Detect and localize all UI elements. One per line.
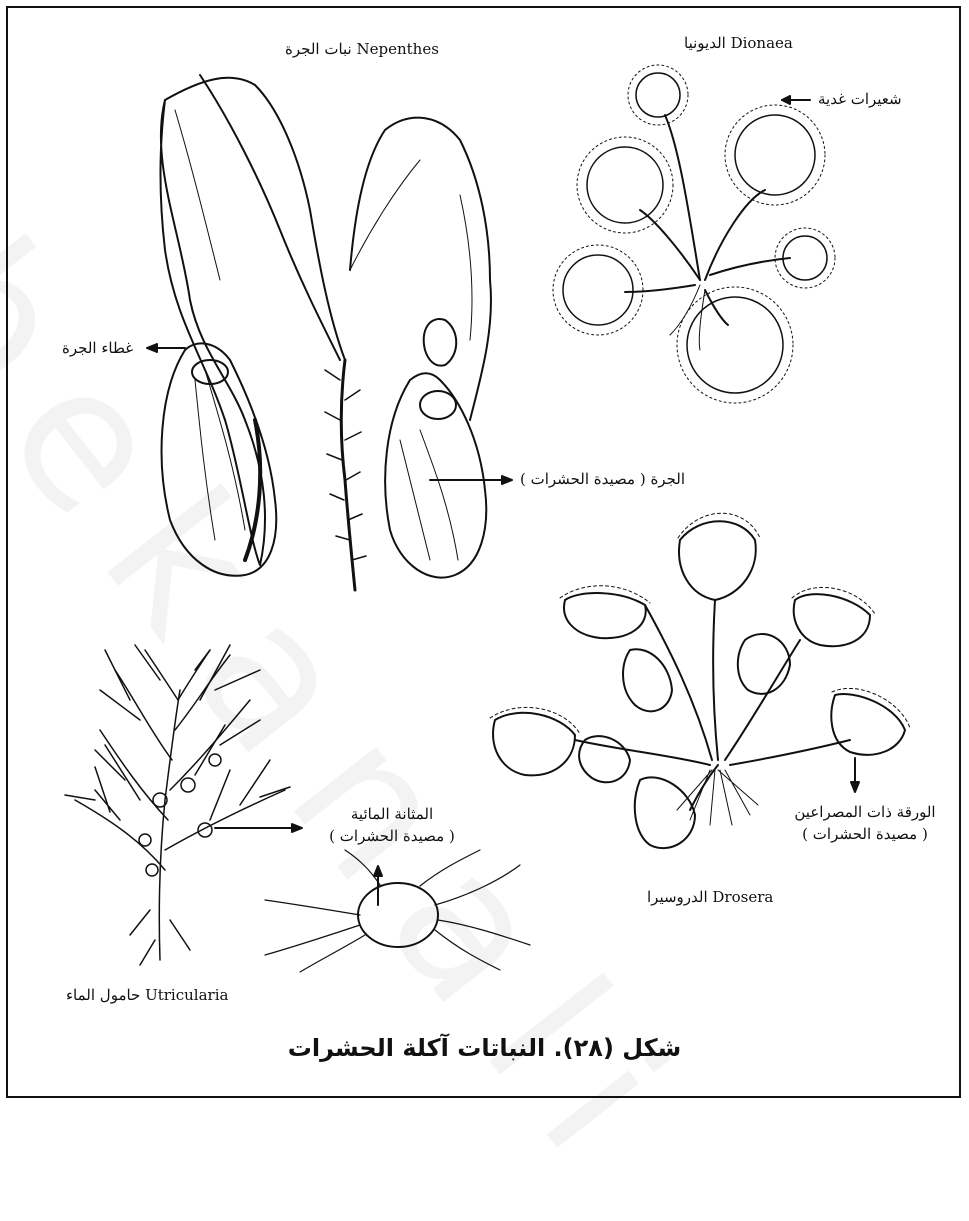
label-twin-leaf-line2: ( مصيدة الحشرات ) <box>780 825 950 843</box>
utricularia-drawing <box>65 645 530 972</box>
label-dionaea: الديونيا Dionaea <box>684 34 793 52</box>
label-pitcher-lid: غطاء الجرة <box>62 339 133 357</box>
figure-caption: شكل (٢٨). النباتات آكلة الحشرات <box>0 1034 969 1062</box>
dionaea-drawing <box>553 65 835 403</box>
nepenthes-drawing <box>160 75 491 590</box>
label-drosera: الدروسيرا Drosera <box>647 888 773 906</box>
label-nepenthes: نبات الجرة Nepenthes <box>285 40 439 58</box>
label-pitcher-trap: الجرة ( مصيدة الحشرات ) <box>520 470 685 488</box>
drosera-drawing <box>490 513 910 848</box>
label-bladder-line2: ( مصيدة الحشرات ) <box>317 827 467 845</box>
illustration <box>0 0 969 1102</box>
label-bladder-line1: المثانة المائية <box>337 805 447 823</box>
label-twin-leaf-line1: الورقة ذات المصراعين <box>780 803 950 821</box>
label-glandular-hairs: شعيرات غدية <box>818 90 902 108</box>
label-utricularia: حامول الماء Utricularia <box>66 986 228 1004</box>
